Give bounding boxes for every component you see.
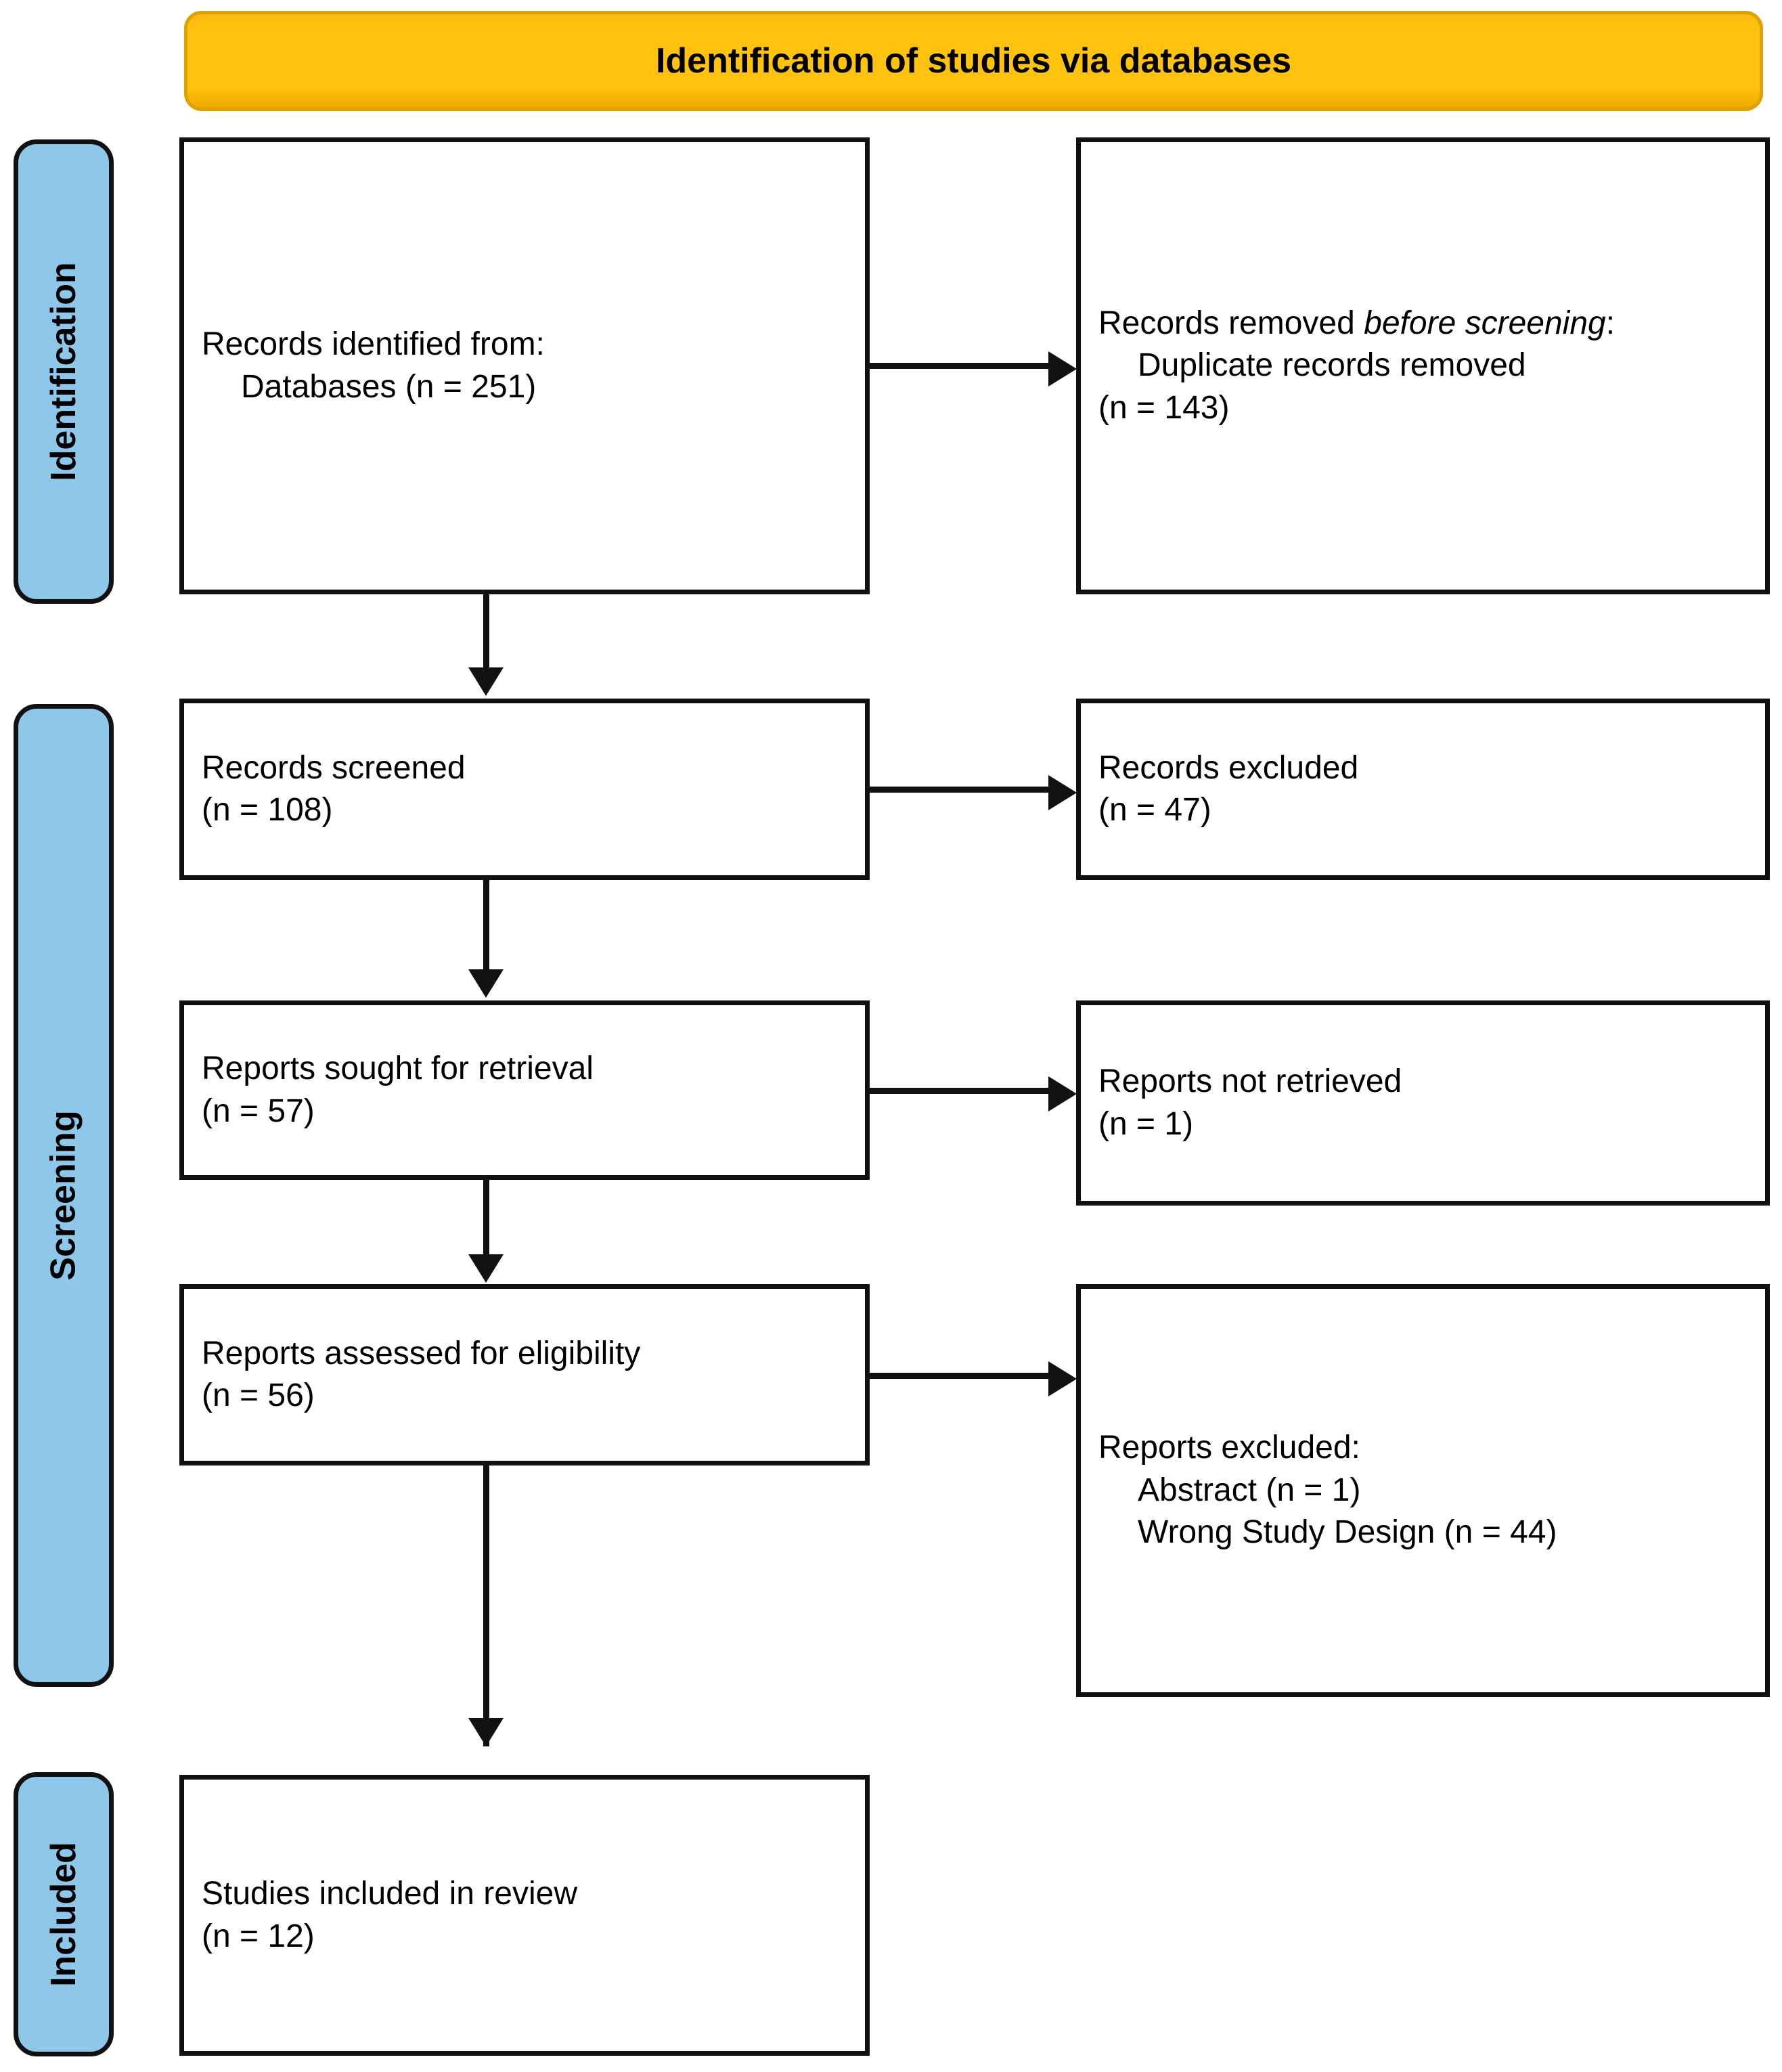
arrow-right-icon [1048, 775, 1077, 810]
stage-label-screening-text: Screening [44, 1110, 84, 1281]
box-studies-included-text: Studies included in review (n = 12) [184, 1873, 865, 1958]
arrow-down-icon [468, 1254, 504, 1283]
arrow-right-icon [1048, 1076, 1077, 1111]
records-removed-line1-italic: before [1364, 305, 1456, 341]
studies-included-line1: Studies included in review [202, 1876, 577, 1912]
records-removed-line2-italic: screening [1465, 305, 1606, 341]
records-identified-line1: Records identified from: [202, 326, 545, 363]
header-banner: Identification of studies via databases [184, 11, 1763, 111]
records-removed-line4: (n = 143) [1098, 389, 1230, 426]
arrow-right-icon [1048, 1361, 1077, 1396]
stage-label-identification: Identification [14, 139, 114, 604]
connector-identified-to-removed [870, 363, 1051, 369]
box-records-screened-text: Records screened (n = 108) [184, 747, 865, 832]
connector-assessed-to-excluded-reports [870, 1373, 1051, 1379]
banner-title: Identification of studies via databases [655, 41, 1292, 81]
stage-label-included-text: Included [44, 1842, 84, 1987]
box-records-identified: Records identified from: Databases (n = … [179, 137, 870, 594]
reports-sought-line2: (n = 57) [202, 1093, 315, 1129]
box-reports-assessed: Reports assessed for eligibility (n = 56… [179, 1284, 870, 1465]
arrow-right-icon [1048, 351, 1077, 387]
reports-assessed-line2: (n = 56) [202, 1377, 315, 1413]
connector-screened-to-excluded [870, 787, 1051, 793]
box-records-screened: Records screened (n = 108) [179, 699, 870, 880]
reports-not-retrieved-line1: Reports not retrieved [1098, 1063, 1402, 1100]
box-records-removed-text: Records removed before screening: Duplic… [1081, 303, 1765, 429]
records-identified-line2: Databases (n = 251) [241, 368, 537, 405]
box-reports-sought: Reports sought for retrieval (n = 57) [179, 1000, 870, 1180]
reports-sought-line1: Reports sought for retrieval [202, 1051, 594, 1087]
box-records-identified-text: Records identified from: Databases (n = … [184, 324, 865, 408]
studies-included-line2: (n = 12) [202, 1918, 315, 1954]
records-screened-line2: (n = 108) [202, 792, 333, 828]
reports-not-retrieved-line2: (n = 1) [1098, 1105, 1194, 1142]
reports-excluded-line1: Reports excluded: [1098, 1430, 1360, 1466]
box-reports-excluded-text: Reports excluded: Abstract (n = 1) Wrong… [1081, 1427, 1765, 1553]
box-records-excluded: Records excluded (n = 47) [1076, 699, 1770, 880]
box-reports-excluded: Reports excluded: Abstract (n = 1) Wrong… [1076, 1284, 1770, 1697]
records-excluded-line2: (n = 47) [1098, 792, 1211, 828]
box-studies-included: Studies included in review (n = 12) [179, 1775, 870, 2056]
connector-identified-to-screened [483, 594, 489, 670]
stage-label-identification-text: Identification [44, 262, 83, 481]
arrow-down-icon [468, 969, 504, 998]
box-reports-not-retrieved: Reports not retrieved (n = 1) [1076, 1000, 1770, 1206]
reports-excluded-line3: Wrong Study Design (n = 44) [1138, 1514, 1557, 1551]
box-records-excluded-text: Records excluded (n = 47) [1081, 747, 1765, 832]
records-removed-line1-pre: Records removed [1098, 305, 1364, 341]
box-reports-not-retrieved-text: Reports not retrieved (n = 1) [1081, 1061, 1765, 1145]
stage-label-screening: Screening [14, 704, 114, 1687]
box-reports-sought-text: Reports sought for retrieval (n = 57) [184, 1048, 865, 1132]
arrow-down-icon [468, 1718, 504, 1746]
box-reports-assessed-text: Reports assessed for eligibility (n = 56… [184, 1333, 865, 1417]
connector-sought-to-not-retrieved [870, 1088, 1051, 1094]
connector-sought-to-assessed [483, 1180, 489, 1257]
records-removed-line3: Duplicate records removed [1138, 347, 1526, 384]
records-excluded-line1: Records excluded [1098, 749, 1359, 786]
reports-excluded-line2: Abstract (n = 1) [1138, 1472, 1361, 1508]
connector-screened-to-sought [483, 880, 489, 972]
records-removed-line2-post: : [1605, 305, 1616, 341]
stage-label-included: Included [14, 1772, 114, 2056]
arrow-down-icon [468, 667, 504, 696]
box-records-removed: Records removed before screening: Duplic… [1076, 137, 1770, 594]
reports-assessed-line1: Reports assessed for eligibility [202, 1335, 641, 1371]
connector-assessed-to-included [483, 1465, 489, 1746]
records-screened-line1: Records screened [202, 749, 466, 786]
